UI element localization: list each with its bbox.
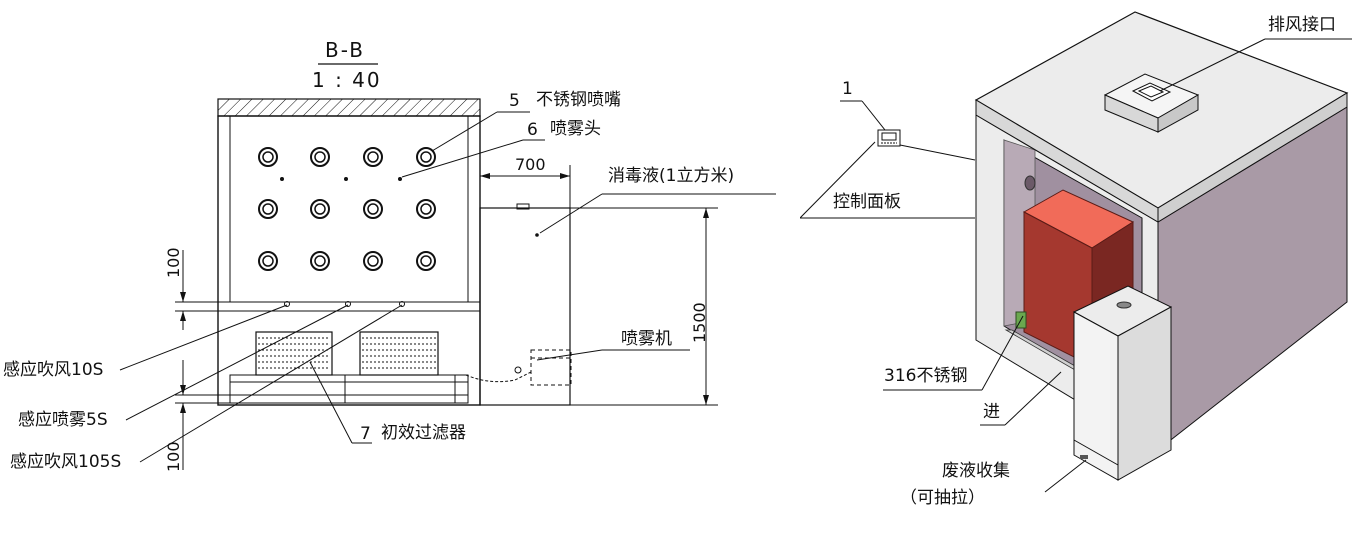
leader-item7 bbox=[309, 361, 353, 444]
nozzle bbox=[258, 147, 278, 167]
waste-label-line1: 废液收集 bbox=[942, 461, 1010, 481]
interior-nozzle bbox=[1024, 175, 1036, 191]
primary-filter-left bbox=[255, 331, 333, 376]
leader-sense-blow-105 bbox=[139, 304, 403, 463]
sensor-dot bbox=[345, 301, 351, 307]
section-bb-drawing bbox=[119, 63, 776, 470]
tank-label: 消毒液(1立方米) bbox=[608, 166, 735, 186]
spray-machine bbox=[530, 349, 572, 386]
nozzle bbox=[363, 199, 383, 219]
section-name: B-B bbox=[325, 38, 365, 62]
leader-sense-spray-5 bbox=[125, 304, 349, 421]
ss316-label: 316不锈钢 bbox=[884, 366, 968, 386]
sensor-dot bbox=[399, 301, 405, 307]
sense-blow-105-label: 感应吹风105S bbox=[10, 452, 122, 472]
spray-pipe bbox=[465, 371, 532, 383]
sense-spray-5-label: 感应喷雾5S bbox=[18, 410, 108, 430]
inlet-label: 进 bbox=[983, 402, 1000, 422]
sprayer-label: 喷雾机 bbox=[621, 329, 672, 349]
nozzle bbox=[416, 199, 436, 219]
floor-base bbox=[229, 374, 469, 404]
dim-100-top-label: 100 bbox=[164, 247, 183, 278]
nozzle bbox=[416, 147, 436, 167]
dim-1500-label: 1500 bbox=[690, 302, 709, 343]
inner-chamber bbox=[229, 115, 469, 303]
leader-item6 bbox=[401, 139, 524, 178]
primary-filter-right bbox=[359, 331, 439, 376]
spray-head-dot bbox=[344, 177, 348, 181]
control-panel-icon bbox=[877, 129, 901, 147]
nozzle bbox=[310, 251, 330, 271]
nozzle bbox=[416, 251, 436, 271]
section-scale: 1 : 40 bbox=[312, 68, 382, 92]
item5-number: 5 bbox=[509, 91, 520, 111]
nozzle bbox=[363, 251, 383, 271]
item7-number: 7 bbox=[360, 424, 371, 444]
nozzle-grid bbox=[258, 147, 436, 271]
exhaust-label: 排风接口 bbox=[1268, 15, 1336, 35]
item6-label: 喷雾头 bbox=[550, 119, 601, 139]
dim-700-label: 700 bbox=[515, 155, 546, 174]
sense-blow-10-label: 感应吹风10S bbox=[3, 360, 104, 380]
spray-head-dot bbox=[280, 177, 284, 181]
leader-exhaust bbox=[1159, 38, 1266, 92]
nozzle bbox=[310, 199, 330, 219]
leader-item5 bbox=[431, 111, 498, 152]
roof-hatch bbox=[217, 98, 481, 117]
leader-sprayer bbox=[536, 349, 603, 361]
item7-label: 初效过滤器 bbox=[381, 423, 466, 443]
disinfectant-tank bbox=[479, 207, 571, 406]
nozzle bbox=[258, 199, 278, 219]
tank-cap bbox=[516, 203, 530, 210]
leader-tank bbox=[539, 193, 603, 234]
drawer-side bbox=[1117, 306, 1172, 481]
item6-number: 6 bbox=[527, 120, 538, 140]
tank-dot bbox=[535, 233, 539, 237]
sensor-dot bbox=[284, 301, 290, 307]
control-panel-label: 控制面板 bbox=[833, 192, 901, 212]
leader-sense-blow-10 bbox=[119, 304, 288, 371]
nozzle bbox=[258, 251, 278, 271]
drawer-front bbox=[1073, 311, 1119, 481]
dim-100-bottom-label: 100 bbox=[164, 441, 183, 472]
leader-waste bbox=[1044, 459, 1087, 493]
nozzle bbox=[310, 147, 330, 167]
isometric-view bbox=[800, 11, 1352, 493]
nozzle bbox=[363, 147, 383, 167]
spray-head-dot bbox=[398, 177, 402, 181]
item1-number: 1 bbox=[842, 79, 853, 99]
item5-label: 不锈钢喷嘴 bbox=[536, 90, 621, 110]
waste-label-line2: （可抽拉） bbox=[900, 488, 985, 508]
